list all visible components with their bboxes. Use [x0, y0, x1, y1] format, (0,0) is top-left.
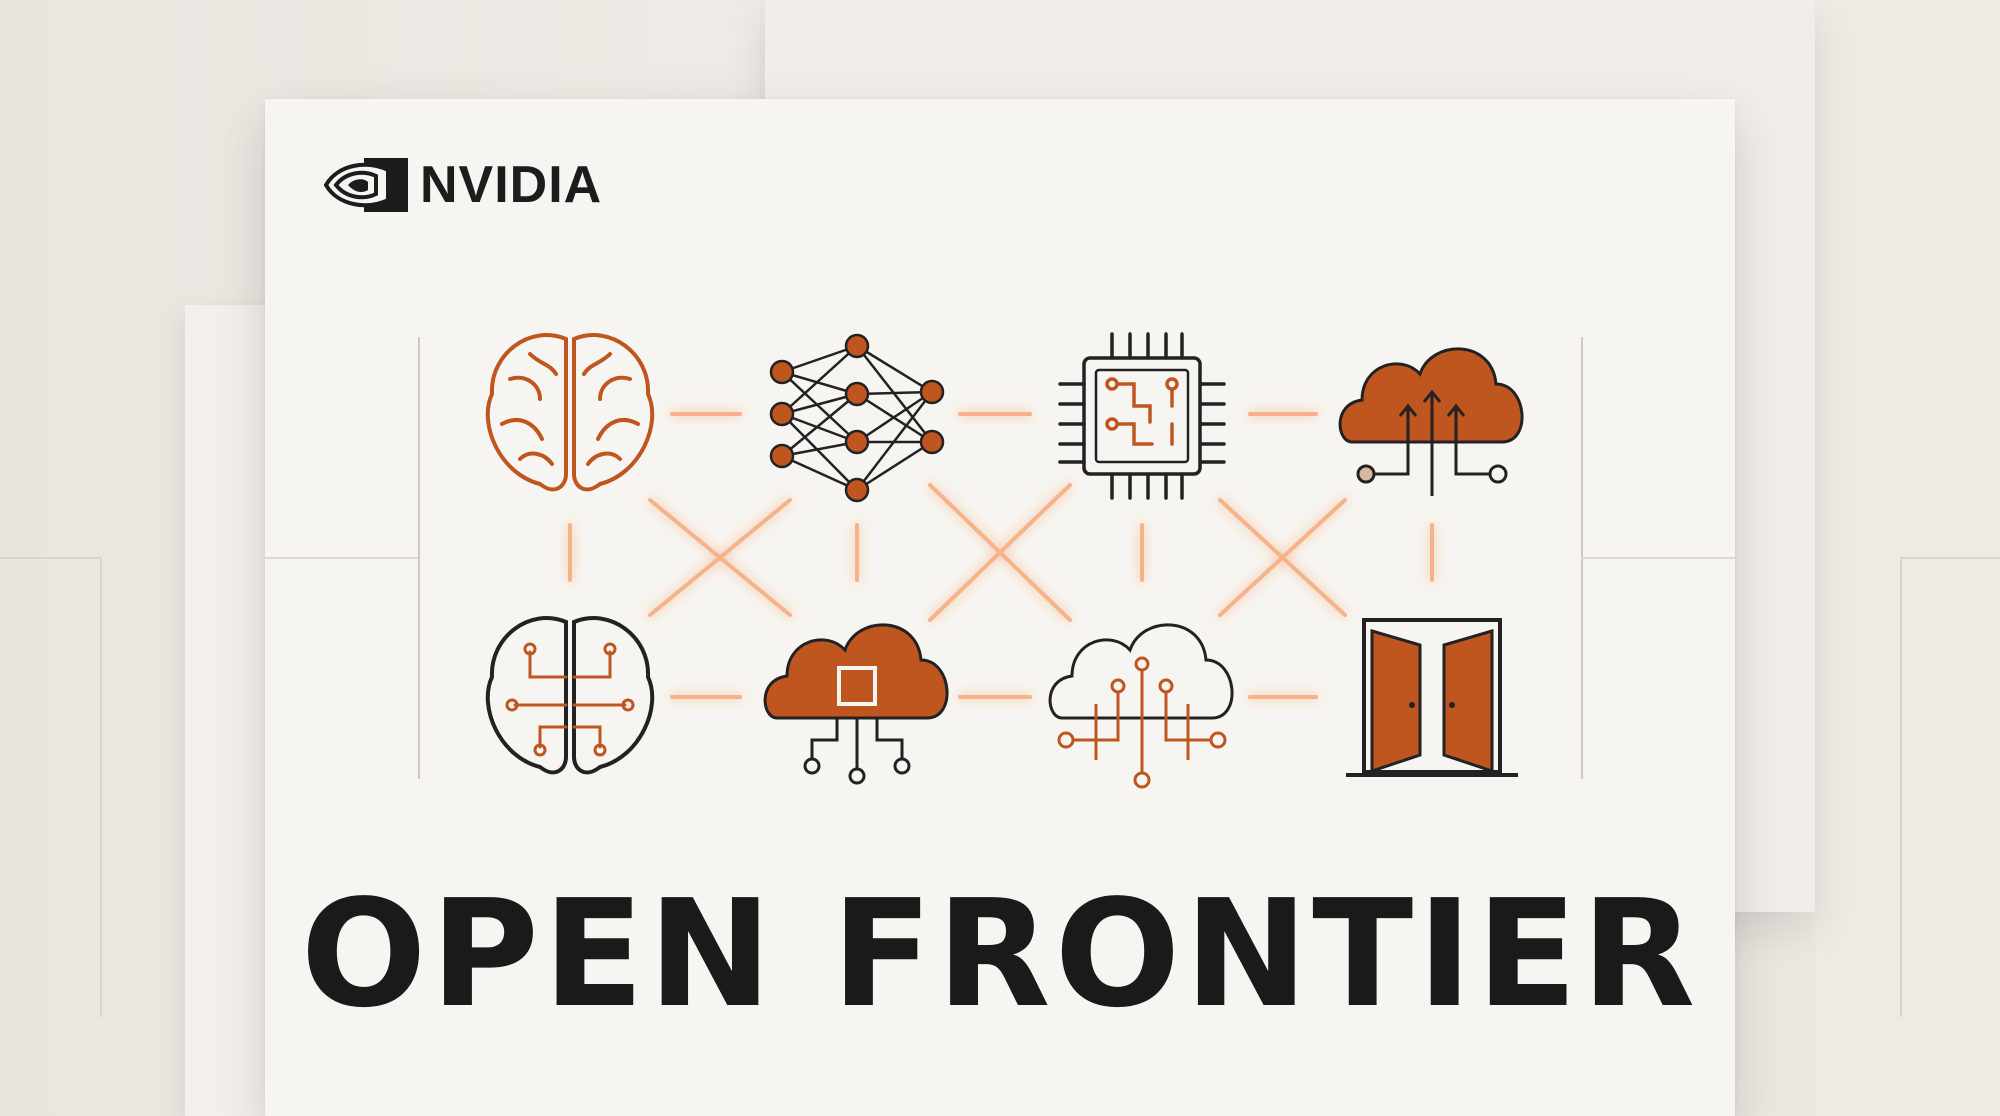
background-edge	[1900, 557, 2000, 559]
card-rule-right	[1581, 557, 1735, 559]
open-door-icon	[1346, 618, 1518, 777]
card-rule-left	[265, 557, 418, 559]
cloud-network-icon	[1048, 623, 1234, 789]
cloud-upload-icon	[1338, 347, 1524, 496]
background-edge	[0, 557, 100, 559]
poster-card	[265, 99, 1735, 1116]
cloud-chip-icon	[763, 623, 949, 785]
background-edge	[1900, 557, 1902, 1017]
glow-connectors	[568, 412, 1434, 699]
microchip-icon	[1058, 332, 1226, 500]
brain-icon	[485, 333, 655, 492]
divider-left	[418, 337, 420, 779]
headline: OPEN FRONTIER	[300, 868, 1700, 1040]
brand: NVIDIA	[324, 155, 602, 215]
background-edge	[100, 557, 102, 1017]
circuit-brain-icon	[485, 616, 655, 775]
neural-network-icon	[769, 333, 945, 503]
brand-name: NVIDIA	[420, 156, 603, 214]
nvidia-eye-logo-icon	[324, 158, 408, 212]
